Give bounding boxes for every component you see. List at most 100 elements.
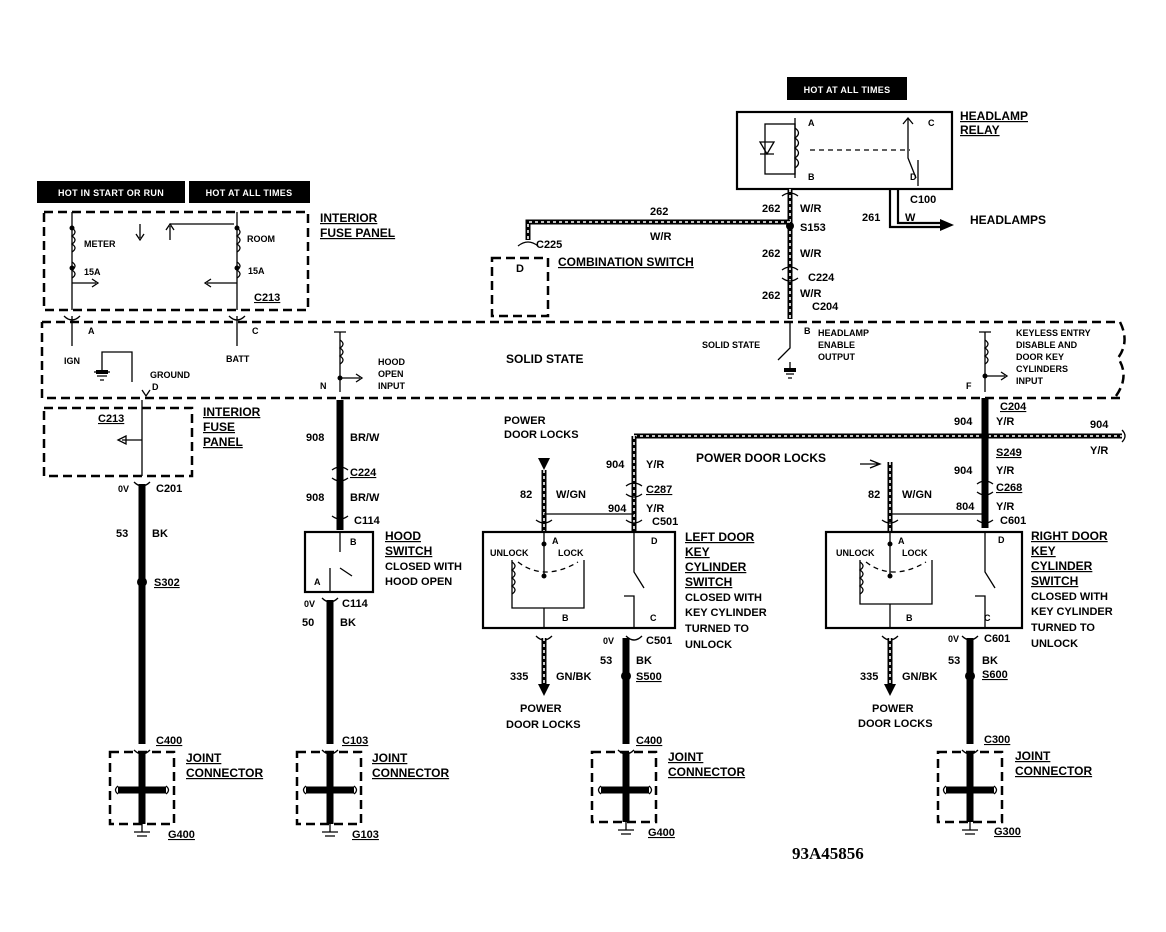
banner-hot-start-run: HOT IN START OR RUN (37, 181, 185, 203)
c201-label: C201 (156, 483, 182, 495)
left-desc-2: KEY CYLINDER (685, 607, 767, 619)
pdl-label-2: DOOR LOCKS (504, 429, 579, 441)
left-title-2: KEY (685, 545, 710, 559)
pdl-label-1: POWER (504, 415, 546, 427)
left-door-key-switch: 904 Y/R 82 W/GN C287 904 Y/R C501 A D UN… (481, 436, 767, 747)
hood-switch-circuit: 908 BR/W C224 908 BR/W C114 B A HOOD SWI… (302, 400, 462, 747)
joint-2-b: CONNECTOR (372, 766, 449, 780)
hood-ov: 0V (304, 599, 315, 609)
s600: S600 (982, 669, 1008, 681)
left-ov: 0V (603, 636, 614, 646)
c601-top: C601 (1000, 515, 1026, 527)
left-pin-b: B (562, 613, 569, 623)
ss-pin-b: B (804, 326, 811, 336)
left-82: 82 (520, 489, 532, 501)
right-pdl-1: POWER (872, 703, 914, 715)
wr-top: W/R (650, 231, 671, 243)
right-title-4: SWITCH (1031, 574, 1078, 588)
color-bk-hood: BK (340, 617, 356, 629)
ground-g103: G103 (352, 829, 379, 841)
c225-label: C225 (536, 239, 562, 251)
headlamp-enable-2: ENABLE (818, 340, 855, 350)
ss-pin-n: N (320, 381, 327, 391)
c904-bus-b: 904 (1090, 419, 1109, 431)
relay-pin-b: B (808, 172, 815, 182)
room-label: ROOM (247, 234, 275, 244)
right-804: 804 (956, 501, 975, 513)
right-desc-1: CLOSED WITH (1031, 591, 1108, 603)
right-pin-a: A (898, 536, 905, 546)
circuit-50: 50 (302, 617, 314, 629)
c400-a: C400 (156, 735, 182, 747)
color-brw-b: BR/W (350, 492, 380, 504)
fuse-panel-b-title-3: PANEL (203, 435, 243, 449)
left-desc-3: TURNED TO (685, 623, 749, 635)
right-82: 82 (868, 489, 880, 501)
left-gnbk: GN/BK (556, 671, 592, 683)
joint-connector-g103: JOINT CONNECTOR G103 (295, 749, 449, 841)
hood-open-input-3: INPUT (378, 381, 406, 391)
left-pdl-1: POWER (520, 703, 562, 715)
left-pin-a: A (552, 536, 559, 546)
left-title-3: CYLINDER (685, 560, 747, 574)
s500: S500 (636, 671, 662, 683)
right-ov: 0V (948, 634, 959, 644)
joint-2-a: JOINT (372, 751, 408, 765)
fuse-15a-left: 15A (84, 267, 101, 277)
combination-switch-title: COMBINATION SWITCH (558, 255, 694, 269)
left-pdl-2: DOOR LOCKS (506, 719, 581, 731)
left-lock: LOCK (558, 548, 584, 558)
yr-bus-b: Y/R (1090, 445, 1108, 457)
banner-hot-all-times-relay: HOT AT ALL TIMES (787, 77, 907, 100)
keyless-2: DISABLE AND (1016, 340, 1078, 350)
keyless-4: CYLINDERS (1016, 364, 1068, 374)
c287: C287 (646, 484, 672, 496)
left-pin-c: C (650, 613, 657, 623)
c262-a: 262 (762, 203, 780, 215)
c268: C268 (996, 482, 1022, 494)
c213-top: C213 (254, 292, 280, 304)
fuse-panel-b-title-2: FUSE (203, 420, 235, 434)
relay-title: HEADLAMP (960, 109, 1028, 123)
comb-pin-d: D (516, 263, 524, 275)
right-pin-b: B (906, 613, 913, 623)
door-locks-bus: C204 904 Y/R 904 Y/R POWER DOOR LOCKS PO… (504, 398, 1126, 528)
hood-open-input-2: OPEN (378, 369, 404, 379)
c262-top: 262 (650, 206, 668, 218)
right-904: 904 (954, 465, 973, 477)
left-wgn: W/GN (556, 489, 586, 501)
circuit-261: 261 (862, 212, 880, 224)
right-wgn: W/GN (902, 489, 932, 501)
joint-4-a: JOINT (1015, 749, 1051, 763)
headlamp-relay: A B C D HEADLAMP RELAY (735, 109, 1028, 191)
fuse-panel-title: INTERIOR (320, 211, 378, 225)
hood-open-input-1: HOOD (378, 357, 406, 367)
c262-b: 262 (762, 248, 780, 260)
s153: S153 (800, 222, 826, 234)
wr-c: W/R (800, 288, 821, 300)
fuse-panel-title-2: FUSE PANEL (320, 226, 395, 240)
c904-bus-a: 904 (954, 416, 973, 428)
left-desc-1: CLOSED WITH (685, 592, 762, 604)
c204-bus: C204 (1000, 401, 1027, 413)
headlamp-enable-1: HEADLAMP (818, 328, 869, 338)
relay-pin-d: D (910, 172, 917, 182)
joint-4-b: CONNECTOR (1015, 764, 1092, 778)
fuse-panel-bottom: C213 INTERIOR FUSE PANEL 0V C201 53 BK S… (42, 400, 261, 747)
circuit-262-wiring: 262 W/R 262 W/R S153 262 W/R C224 262 W/… (525, 189, 839, 319)
right-gnbk: GN/BK (902, 671, 938, 683)
color-w: W (905, 212, 916, 224)
banner-text: HOT AT ALL TIMES (206, 188, 293, 198)
right-pdl-2: DOOR LOCKS (858, 718, 933, 730)
c224-relay: C224 (808, 272, 835, 284)
ground-g400-b: G400 (648, 827, 675, 839)
left-title-4: SWITCH (685, 575, 732, 589)
right-desc-3: TURNED TO (1031, 622, 1095, 634)
banner-hot-all-times-fuse: HOT AT ALL TIMES (189, 181, 310, 203)
wr-b: W/R (800, 248, 821, 260)
ss-pin-f: F (966, 381, 972, 391)
c501-bottom: C501 (646, 635, 672, 647)
joint-3-b: CONNECTOR (668, 765, 745, 779)
right-yr-b: Y/R (996, 501, 1014, 513)
c204-relay: C204 (812, 301, 839, 313)
